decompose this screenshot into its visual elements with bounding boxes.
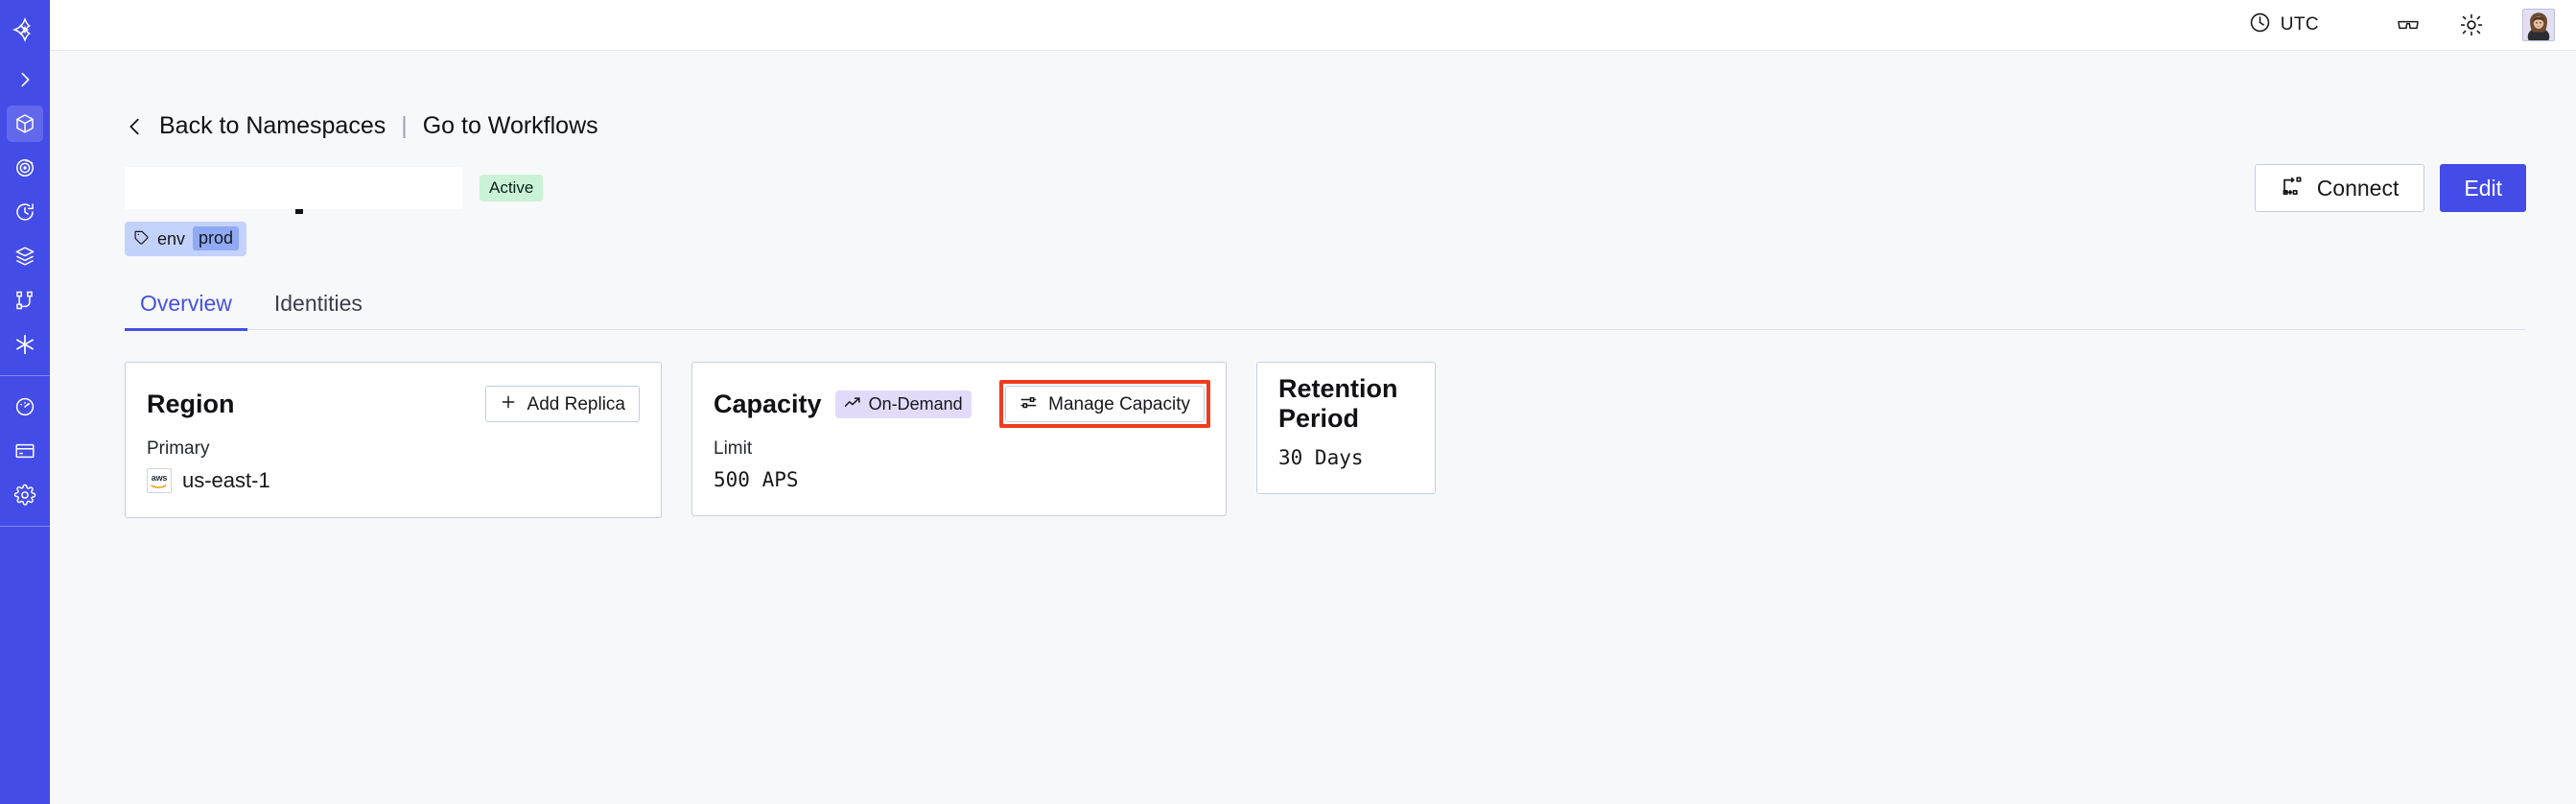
temporal-logo-icon[interactable] (7, 12, 43, 48)
tab-identities[interactable]: Identities (273, 291, 363, 316)
trending-up-icon (844, 395, 862, 413)
capacity-mode-badge: On-Demand (834, 390, 972, 418)
user-avatar[interactable] (2522, 9, 2555, 41)
glasses-icon[interactable] (2392, 9, 2424, 41)
region-card-title: Region (147, 389, 235, 418)
sidebar-item-integrations[interactable] (7, 326, 43, 363)
capacity-card: Capacity On-Demand (691, 362, 1227, 516)
namespace-title-row: Active Co (125, 164, 2526, 214)
capacity-limit-value: 500 APS (714, 468, 799, 491)
region-card-head: Region Add Replica (147, 386, 640, 422)
main-area: UTC (50, 0, 2576, 804)
sidebar-divider-1 (0, 375, 50, 376)
status-badge: Active (480, 175, 544, 201)
aws-logo-icon: aws (147, 468, 172, 493)
sidebar-item-usage[interactable] (7, 389, 43, 425)
sidebar-item-namespaces[interactable] (7, 106, 43, 142)
edit-button[interactable]: Edit (2440, 164, 2526, 212)
tag-chip-env[interactable]: env prod (125, 222, 247, 256)
tag-value: prod (193, 226, 240, 250)
namespace-tags: env prod (125, 222, 2526, 256)
sidebar-item-billing[interactable] (7, 433, 43, 469)
sidebar-item-history[interactable] (7, 194, 43, 230)
edit-button-label: Edit (2464, 175, 2502, 201)
manage-capacity-button[interactable]: Manage Capacity (1005, 386, 1205, 422)
capacity-limit-label: Limit (714, 438, 753, 459)
region-card: Region Add Replica Primary aws (125, 362, 662, 518)
tag-key: env (157, 228, 186, 248)
asterisk-icon (12, 332, 37, 357)
timezone-selector[interactable]: UTC (2248, 11, 2319, 40)
tab-overview[interactable]: Overview (125, 291, 247, 331)
capacity-value-row: 500 APS (714, 468, 1205, 491)
header-actions: Connect Edit (2254, 164, 2526, 212)
connect-button[interactable]: Connect (2254, 164, 2425, 212)
page-title (125, 167, 462, 214)
connect-flow-icon (2281, 175, 2304, 201)
top-bar: UTC (50, 0, 2576, 51)
breadcrumb-separator: | (401, 112, 408, 139)
left-sidebar (0, 0, 50, 804)
manage-capacity-label: Manage Capacity (1048, 393, 1190, 414)
add-replica-button[interactable]: Add Replica (484, 386, 640, 422)
sidebar-divider-2 (0, 526, 50, 527)
retention-value-row: 30 Days (1278, 446, 1414, 469)
add-replica-label: Add Replica (527, 393, 625, 414)
chevron-left-icon[interactable] (125, 114, 146, 139)
region-value: us-east-1 (182, 468, 270, 492)
layers-icon (13, 245, 36, 268)
region-primary-label: Primary (147, 438, 210, 459)
sidebar-item-observability[interactable] (7, 150, 43, 186)
sidebar-item-layers[interactable] (7, 238, 43, 274)
breadcrumb-back-link[interactable]: Back to Namespaces (159, 112, 386, 139)
sliders-icon (1019, 393, 1038, 415)
sidebar-item-workflows[interactable] (7, 282, 43, 319)
capacity-card-title: Capacity (714, 389, 822, 418)
timezone-label: UTC (2280, 14, 2319, 35)
region-value-row: aws us-east-1 (147, 468, 640, 493)
capacity-mode-label: On-Demand (868, 393, 963, 414)
tag-icon (133, 229, 150, 248)
credit-card-icon (13, 439, 36, 462)
page-content: Back to Namespaces | Go to Workflows Act… (50, 51, 2576, 804)
retention-card-head: Retention Period (1278, 374, 1414, 433)
connect-button-label: Connect (2316, 175, 2400, 201)
tab-bar: Overview Identities (125, 291, 2526, 331)
capacity-card-head: Capacity On-Demand (714, 386, 1205, 422)
gauge-icon (13, 395, 36, 418)
sun-icon[interactable] (2455, 9, 2488, 41)
breadcrumb: Back to Namespaces | Go to Workflows (125, 112, 2526, 140)
eye-spiral-icon (13, 156, 36, 179)
chevron-right-icon[interactable] (7, 61, 43, 98)
gear-icon (13, 484, 36, 507)
retention-value: 30 Days (1278, 446, 1364, 469)
overview-cards: Region Add Replica Primary aws (125, 362, 2526, 518)
retention-card: Retention Period 30 Days (1256, 362, 1436, 494)
plus-icon (500, 393, 517, 414)
retention-card-title: Retention Period (1278, 374, 1398, 433)
clock-icon (2248, 11, 2272, 40)
branch-nodes-icon (13, 289, 36, 312)
cube-icon (13, 112, 36, 135)
breadcrumb-workflows-link[interactable]: Go to Workflows (422, 112, 598, 139)
sidebar-item-settings[interactable] (7, 477, 43, 513)
aws-logo-text: aws (151, 472, 168, 483)
clock-rewind-icon (13, 201, 36, 224)
